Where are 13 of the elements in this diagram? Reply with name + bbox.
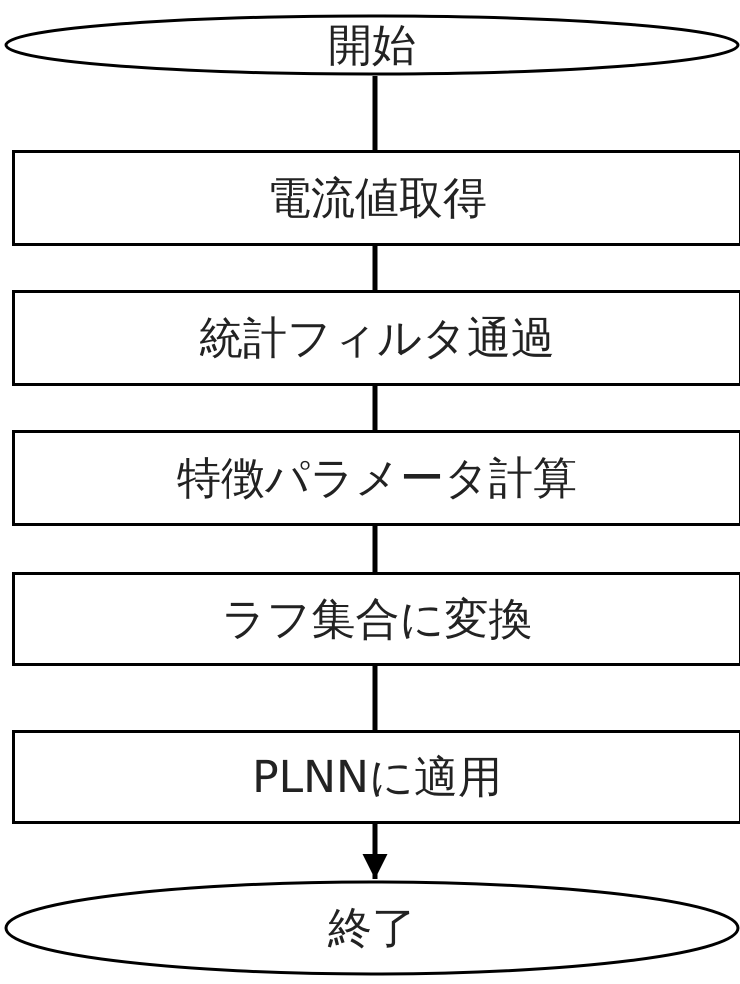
process-box: 特徴パラメータ計算 xyxy=(12,430,740,526)
process-box: ラフ集合に変換 xyxy=(12,572,740,666)
connector-line xyxy=(372,76,378,150)
connector-line xyxy=(372,386,378,430)
process-box: 統計フィルタ通過 xyxy=(12,290,740,386)
process-box: PLNNに適用 xyxy=(12,730,740,824)
process-box: 電流値取得 xyxy=(12,150,740,246)
terminal-ellipse: 開始 xyxy=(4,14,740,76)
arrow xyxy=(362,824,388,879)
terminal-ellipse: 終了 xyxy=(4,880,740,976)
connector-line xyxy=(372,666,378,730)
connector-line xyxy=(372,246,378,290)
connector-line xyxy=(372,526,378,572)
